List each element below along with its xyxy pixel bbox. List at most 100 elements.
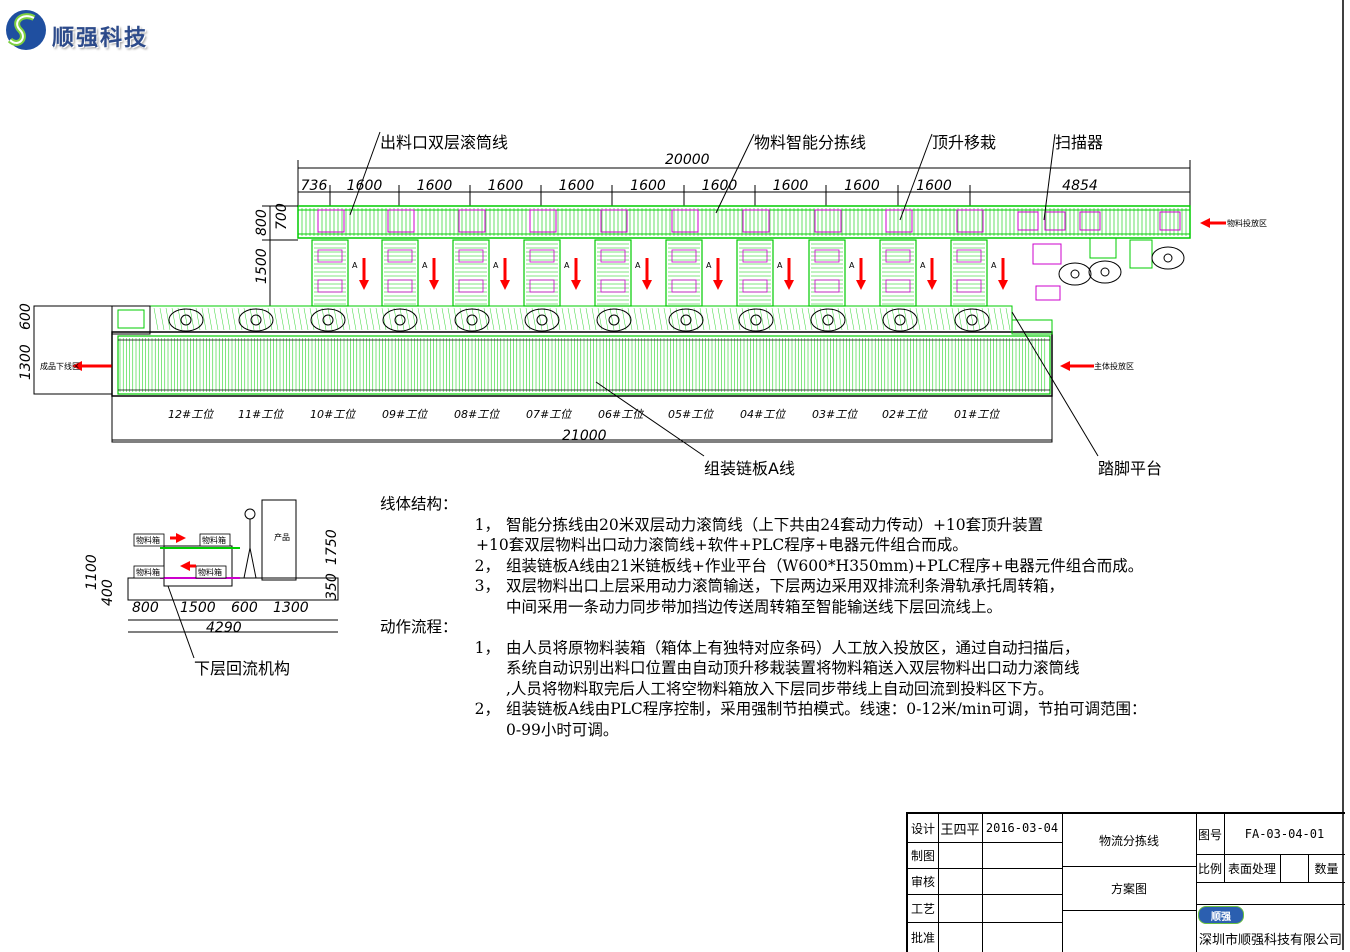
platform-hatch xyxy=(369,307,375,331)
robot-base xyxy=(1058,262,1092,286)
drawing-type: 方案图 xyxy=(1110,881,1147,896)
platform-hatch xyxy=(633,307,639,331)
side-dim-left1: 1100 xyxy=(84,554,100,590)
platform-hatch xyxy=(507,307,513,331)
branch-box xyxy=(742,279,768,293)
scanner-device xyxy=(1044,211,1066,231)
station-robot-hub xyxy=(180,314,192,326)
platform-hatch xyxy=(933,307,939,331)
platform-hatch xyxy=(417,307,423,331)
dim-total-text: 20000 xyxy=(665,152,710,168)
platform-hatch xyxy=(975,307,981,331)
sorting-line-body xyxy=(297,205,1191,239)
station-label: 11#工位 xyxy=(238,408,284,421)
side-box-label: 物料箱 xyxy=(198,567,222,577)
platform-hatch xyxy=(621,307,627,331)
platform-hatch xyxy=(357,307,363,331)
scanner-device xyxy=(1079,211,1101,231)
platform-hatch xyxy=(333,307,339,331)
platform-hatch xyxy=(687,307,693,331)
platform-hatch xyxy=(537,307,543,331)
station-robot xyxy=(810,308,846,332)
company-logo: 顺强科技 xyxy=(4,6,159,54)
lift-transfer-unit xyxy=(600,209,628,233)
station-robot-hub xyxy=(394,314,406,326)
branch-box xyxy=(671,279,697,293)
platform-hatch xyxy=(567,307,573,331)
platform-hatch xyxy=(897,307,903,331)
brand-badge: 顺强 xyxy=(1198,906,1244,924)
platform-hatch xyxy=(261,307,267,331)
callout-chain-line: 组装链板A线 xyxy=(704,459,795,478)
platform-hatch xyxy=(543,307,549,331)
platform-hatch xyxy=(891,307,897,331)
input-arrow xyxy=(1200,218,1226,228)
flow-arrow-down xyxy=(856,258,866,290)
output-arrow xyxy=(72,361,112,371)
robot-hub xyxy=(1100,267,1110,277)
platform-hatch xyxy=(741,307,747,331)
dim-segment-text: 1600 xyxy=(630,178,666,194)
branch-box xyxy=(885,279,911,293)
station-robot xyxy=(882,308,918,332)
station-robot xyxy=(738,308,774,332)
lift-transfer-unit xyxy=(885,209,913,233)
operator-leg xyxy=(243,547,251,579)
structure-item: 3， 双层物料出口上层采用动力滚筒输送，下层两边采用双排流利条滑轨承托周转箱， xyxy=(380,576,1310,597)
platform-hatch xyxy=(957,307,963,331)
device-box xyxy=(1032,243,1062,265)
station-label: 04#工位 xyxy=(740,408,786,421)
item-number: 1， xyxy=(474,638,500,657)
callout-outlet-roller: 出料口双层滚筒线 xyxy=(380,133,508,152)
dim-segment-text: 1600 xyxy=(347,178,383,194)
platform-hatch xyxy=(861,307,867,331)
tail-unit xyxy=(1011,319,1053,335)
logo-text: 顺强科技 xyxy=(52,25,149,51)
platform-hatch xyxy=(327,307,333,331)
platform-hatch xyxy=(699,307,705,331)
platform-hatch xyxy=(999,307,1005,331)
dim-left-1500: 1500 xyxy=(254,248,270,284)
dim-segment-text: 1600 xyxy=(916,178,952,194)
platform-hatch xyxy=(225,307,231,331)
dim-left-1300: 1300 xyxy=(18,344,34,380)
station-label: 10#工位 xyxy=(310,408,356,421)
platform-hatch xyxy=(513,307,519,331)
platform-hatch xyxy=(153,307,159,331)
platform-hatch xyxy=(303,307,309,331)
item-continuation: 中间采用一条动力同步带加挡边传送周转箱至智能输送线下层回流线上。 xyxy=(506,597,1003,616)
branch-mark: A xyxy=(991,261,997,270)
lift-transfer-unit xyxy=(387,209,415,233)
branch-box xyxy=(742,249,768,263)
item-text: 由人员将原物料装箱（箱体上有独特对应条码）人工放入投放区，通过自动扫描后， xyxy=(506,638,1080,657)
station-robot-hub xyxy=(536,314,548,326)
flow-arrow-down xyxy=(429,258,439,290)
flow-list: 1， 由人员将原物料装箱（箱体上有独特对应条码）人工放入投放区，通过自动扫描后，… xyxy=(380,638,1310,741)
flow-arrow-down xyxy=(998,258,1008,290)
station-robot-hub xyxy=(466,314,478,326)
platform-hatch xyxy=(411,307,417,331)
item-number: 2， xyxy=(474,700,500,718)
item-continuation: 0-99小时可调。 xyxy=(506,720,619,739)
platform-hatch xyxy=(165,307,171,331)
side-box xyxy=(195,565,227,579)
platform-hatch xyxy=(207,307,213,331)
designer-name: 王四平 xyxy=(940,822,980,838)
dim-segment-text: 1600 xyxy=(559,178,595,194)
platform-hatch xyxy=(675,307,681,331)
branch-mark: A xyxy=(352,261,358,270)
flow-arrow-down xyxy=(642,258,652,290)
approve-label: 批准 xyxy=(910,930,935,945)
platform-hatch xyxy=(501,307,507,331)
flow-arrow-down xyxy=(713,258,723,290)
platform-hatch xyxy=(375,307,381,331)
platform-hatch xyxy=(255,307,261,331)
chain-line-frame xyxy=(111,331,1053,397)
platform-hatch xyxy=(423,307,429,331)
dim-left-700: 700 xyxy=(274,203,290,230)
branch-mark: A xyxy=(777,261,783,270)
platform-hatch xyxy=(609,307,615,331)
platform-hatch xyxy=(651,307,657,331)
item-text: 组装链板A线由21米链板线+作业平台（W600*H350mm)+PLC程序+电器… xyxy=(506,556,1144,575)
platform-hatch xyxy=(885,307,891,331)
